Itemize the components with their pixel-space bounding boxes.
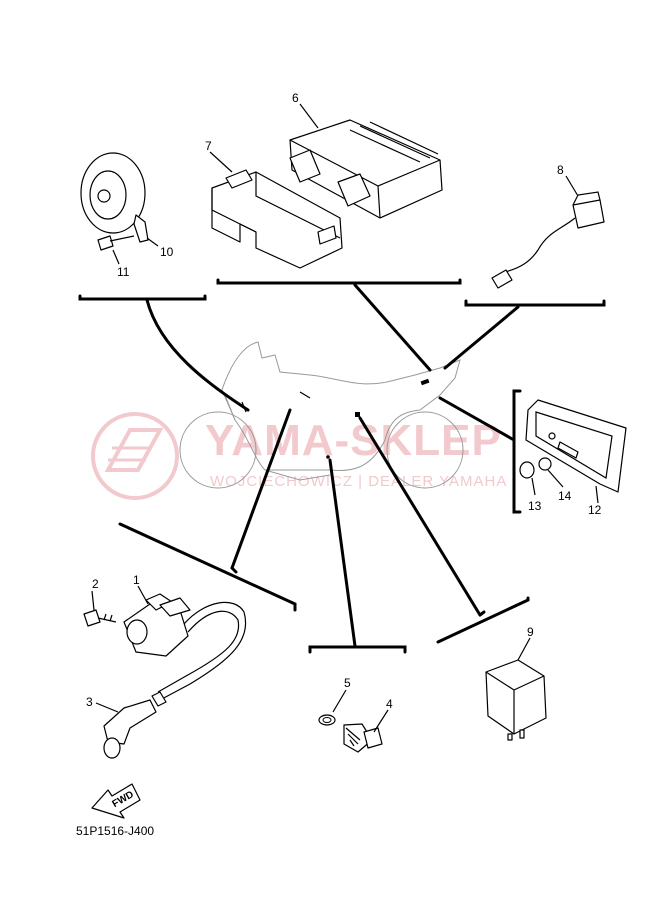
horn-part <box>80 152 159 265</box>
callout-11: 11 <box>117 265 130 279</box>
watermark-title: YAMA-SKLEP <box>205 416 502 465</box>
group-brackets <box>78 278 606 654</box>
callout-2: 2 <box>92 577 99 591</box>
watermark-subtitle: WOJCIECHOWICZ | DEALER YAMAHA <box>210 473 507 490</box>
reflector-part <box>519 399 627 504</box>
ecu-part <box>209 151 343 269</box>
relay-lead-part <box>491 175 605 289</box>
ignition-coil-part <box>83 585 247 759</box>
callout-4: 4 <box>386 697 393 711</box>
callout-7: 7 <box>205 139 212 153</box>
callout-10: 10 <box>160 245 174 259</box>
callout-5: 5 <box>344 676 351 690</box>
motorcycle-silhouette <box>179 341 464 489</box>
callout-6: 6 <box>292 91 299 105</box>
diagram-code: 51P1516-J400 <box>76 824 154 838</box>
callout-8: 8 <box>557 163 564 177</box>
callout-3: 3 <box>86 695 93 709</box>
fwd-arrow-icon: FWD <box>91 783 141 819</box>
relay-unit-part <box>485 637 547 741</box>
switch-part <box>318 689 389 753</box>
watermark-logo <box>91 412 179 500</box>
control-unit-part <box>289 103 443 219</box>
callout-1: 1 <box>133 573 140 587</box>
callout-14: 14 <box>558 489 572 503</box>
watermark: YAMA-SKLEP WOJCIECHOWICZ | DEALER YAMAHA <box>91 412 507 500</box>
callout-13: 13 <box>528 499 542 513</box>
callout-9: 9 <box>527 625 534 639</box>
callout-12: 12 <box>588 503 602 517</box>
